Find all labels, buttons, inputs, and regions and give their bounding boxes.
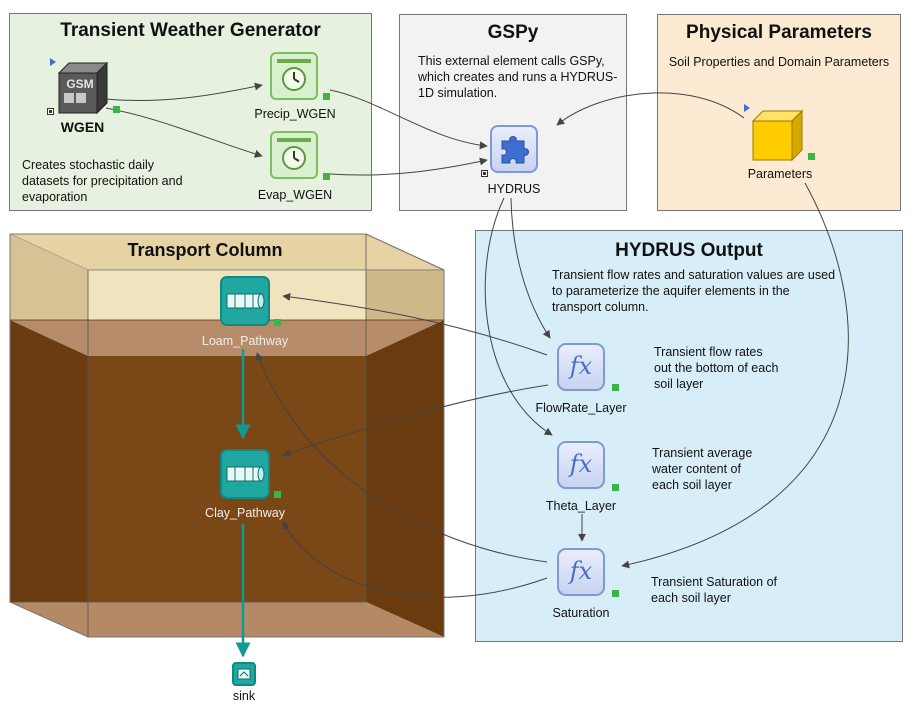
wgen-node[interactable]: GSM <box>57 61 109 115</box>
wgen-label: WGEN <box>60 119 105 135</box>
clock-icon <box>282 67 306 91</box>
precip-wgen-label: Precip_WGEN <box>254 107 336 121</box>
evap-wgen-label: Evap_WGEN <box>257 188 333 202</box>
flowrate-layer-node[interactable]: fx <box>557 343 605 391</box>
saturation-node[interactable]: fx <box>557 548 605 596</box>
sink-node[interactable] <box>232 662 256 686</box>
precip-timeseries-header <box>277 59 311 63</box>
loam-pathway-label: Loam_Pathway <box>201 334 289 348</box>
physical-parameters-title: Physical Parameters <box>686 22 872 43</box>
sink-label: sink <box>232 689 256 703</box>
clock-icon <box>282 146 306 170</box>
saturation-note: Transient Saturation of each soil layer <box>651 575 777 605</box>
parameters-label: Parameters <box>747 167 813 181</box>
parameters-output-port[interactable] <box>808 153 815 160</box>
column-bottom-face <box>10 602 444 637</box>
hydrus-expander[interactable] <box>481 170 488 177</box>
hydrus-output-description: Transient flow rates and saturation valu… <box>552 268 836 314</box>
parameters-node[interactable] <box>751 109 804 162</box>
precip-output-port[interactable] <box>323 93 330 100</box>
column-sand-left <box>10 234 88 320</box>
wgen-input-marker <box>50 58 56 66</box>
physical-parameters-description: Soil Properties and Domain Parameters <box>668 55 890 69</box>
flowrate-layer-label: FlowRate_Layer <box>535 401 627 415</box>
gspy-title: GSPy <box>487 22 539 43</box>
flowrate-note: Transient flow rates out the bottom of e… <box>654 345 779 391</box>
function-icon: fx <box>569 450 593 478</box>
puzzle-piece-icon <box>501 136 529 164</box>
gspy-description: This external element calls GSPy, which … <box>418 54 618 100</box>
column-sand-right <box>366 270 444 320</box>
theta-note: Transient average water content of each … <box>652 446 753 492</box>
parameters-input-marker <box>744 104 750 112</box>
precip-wgen-node[interactable] <box>270 52 318 100</box>
evap-wgen-node[interactable] <box>270 131 318 179</box>
evap-timeseries-header <box>277 138 311 142</box>
weather-generator-description: Creates stochastic daily datasets for pr… <box>22 158 183 204</box>
hydrus-label: HYDRUS <box>487 182 541 196</box>
sink-icon <box>237 668 251 680</box>
saturation-output-port[interactable] <box>612 590 619 597</box>
loam-pathway-node[interactable] <box>220 276 270 326</box>
wgen-output-port[interactable] <box>113 106 120 113</box>
pipe-icon <box>226 293 265 309</box>
wgen-expander[interactable] <box>47 108 54 115</box>
function-icon: fx <box>569 557 593 585</box>
transport-column-title: Transport Column <box>127 240 283 260</box>
gsm-badge: GSM <box>66 77 94 91</box>
theta-output-port[interactable] <box>612 484 619 491</box>
flowrate-output-port[interactable] <box>612 384 619 391</box>
hydrus-node[interactable] <box>490 125 538 173</box>
pipe-icon <box>226 466 265 482</box>
weather-generator-title: Transient Weather Generator <box>60 20 321 41</box>
hydrus-output-panel: HYDRUS Output Transient flow rates and s… <box>475 230 903 642</box>
theta-layer-node[interactable]: fx <box>557 441 605 489</box>
evap-output-port[interactable] <box>323 173 330 180</box>
function-icon: fx <box>569 352 593 380</box>
clay-pathway-node[interactable] <box>220 449 270 499</box>
gsm-cube-icon <box>57 61 109 115</box>
clay-output-port[interactable] <box>274 491 281 498</box>
theta-layer-label: Theta_Layer <box>545 499 617 513</box>
yellow-cube-icon <box>751 109 804 162</box>
clay-pathway-label: Clay_Pathway <box>205 506 285 520</box>
hydrus-output-title: HYDRUS Output <box>615 240 763 261</box>
column-soil-right <box>366 320 444 637</box>
saturation-label: Saturation <box>552 606 610 620</box>
column-soil-left <box>10 320 88 602</box>
loam-output-port[interactable] <box>274 319 281 326</box>
